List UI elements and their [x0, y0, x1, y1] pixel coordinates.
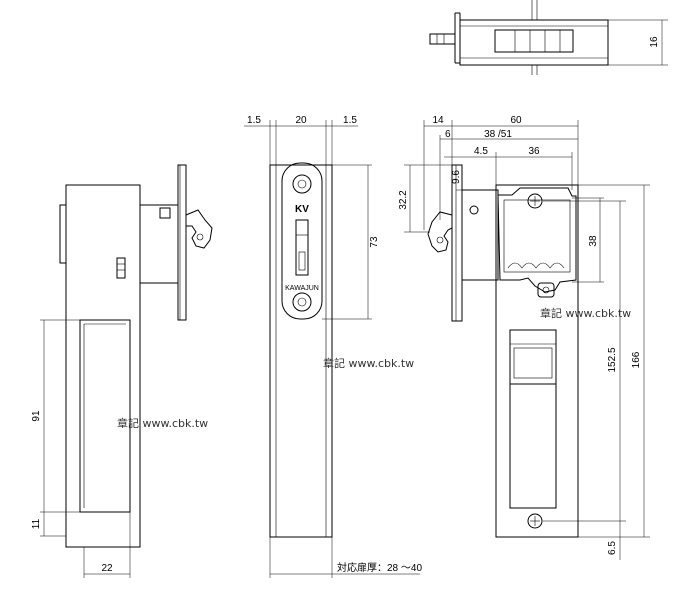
watermark-3: 章記 www.cbk.tw	[540, 306, 631, 320]
dim-right-pitch: 152.5	[607, 347, 618, 372]
dim-front-width: 20	[295, 115, 307, 126]
watermark-1: 章記 www.cbk.tw	[117, 416, 208, 430]
side-view: 91 11 22 章記 www.cbk.tw	[31, 164, 213, 578]
dim-right-height-b: 32.2	[398, 190, 409, 210]
dim-right-width-a: 38 /51	[484, 129, 512, 140]
thickness-note: 対応扉厚：28 ～40	[337, 561, 422, 574]
dim-right-small: 6	[445, 129, 451, 140]
front-view: KV KAWAJUN 1.5 20 1.5 73 対応扉厚：28 ～40 章記 …	[244, 115, 422, 578]
dim-front-pitch: 73	[369, 236, 380, 248]
dim-right-offset-b: 4.5	[474, 146, 488, 157]
logo-text: KV	[295, 204, 309, 215]
dim-top-depth: 16	[649, 36, 660, 48]
dim-right-offset: 14	[432, 115, 444, 126]
dim-right-height-a: 9.6	[451, 170, 462, 184]
dim-right-height-c: 38	[588, 235, 599, 247]
dim-side-height: 91	[31, 410, 42, 422]
dim-right-bottom: 6.5	[607, 541, 618, 555]
dim-right-overall: 166	[631, 351, 642, 368]
dim-right-total: 60	[510, 115, 522, 126]
maker-text: KAWAJUN	[285, 285, 319, 292]
dim-front-margin-right: 1.5	[343, 115, 357, 126]
dim-side-bottom: 11	[31, 518, 42, 529]
rear-view: 14 60 6 38 /51 4.5 36 32.2 9.6 38 152.5 …	[398, 115, 650, 560]
dim-side-width: 22	[101, 563, 113, 574]
dim-right-width-b: 36	[528, 146, 540, 157]
watermark-2: 章記 www.cbk.tw	[323, 356, 414, 370]
dim-front-margin-left: 1.5	[247, 115, 261, 126]
top-view: 16	[429, 0, 668, 75]
